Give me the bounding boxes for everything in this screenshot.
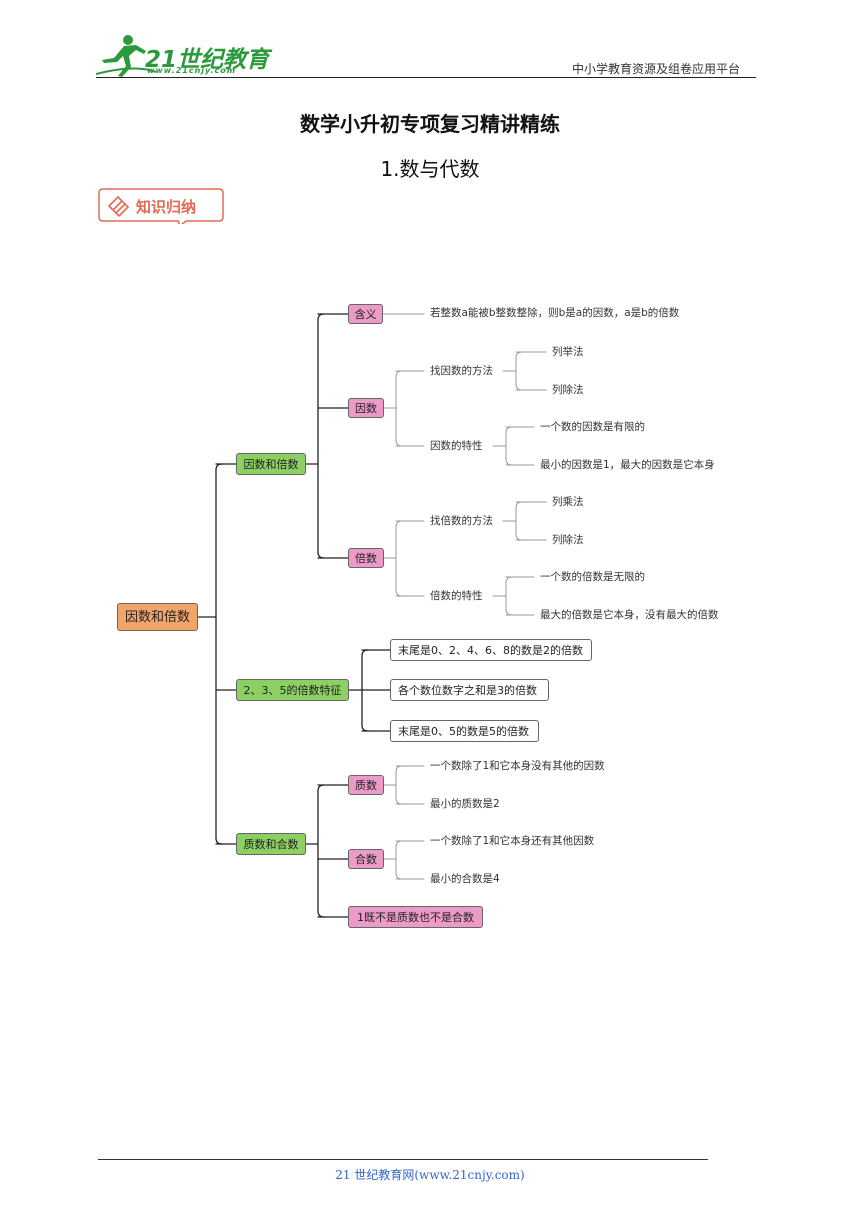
factor-method-item: 列举法 bbox=[552, 346, 584, 358]
composite-item: 最小的合数是4 bbox=[430, 873, 500, 885]
book-pencil-icon bbox=[107, 195, 130, 218]
divisibility-rule-5: 末尾是0、5的数是5的倍数 bbox=[390, 720, 539, 742]
node-meaning: 含义 bbox=[348, 304, 383, 324]
node-composite: 合数 bbox=[348, 849, 384, 869]
multiple-trait-item: 一个数的倍数是无限的 bbox=[540, 571, 645, 583]
logo-text: 21世纪教育 bbox=[145, 47, 270, 73]
multiple-method-label: 找倍数的方法 bbox=[430, 515, 493, 527]
composite-item: 一个数除了1和它本身还有其他因数 bbox=[430, 835, 595, 847]
meaning-text: 若整数a能被b整数整除，则b是a的因数，a是b的倍数 bbox=[430, 307, 680, 319]
node-prime: 质数 bbox=[348, 775, 384, 795]
logo-url: www.21cnjy.com bbox=[147, 66, 237, 75]
factor-traits-label: 因数的特性 bbox=[430, 440, 483, 452]
header-platform-text: 中小学教育资源及组卷应用平台 bbox=[572, 62, 741, 76]
footer-link[interactable]: 21 世纪教育网(www.21cnjy.com) bbox=[335, 1168, 525, 1182]
page-title: 数学小升初专项复习精讲精练 bbox=[300, 112, 560, 136]
factor-method-item: 列除法 bbox=[552, 384, 584, 396]
branch-prime-composite: 质数和合数 bbox=[236, 833, 306, 855]
node-one-note: 1既不是质数也不是合数 bbox=[348, 906, 483, 928]
multiple-trait-item: 最大的倍数是它本身，没有最大的倍数 bbox=[540, 609, 719, 621]
section-title: 1.数与代数 bbox=[380, 157, 480, 181]
prime-item: 一个数除了1和它本身没有其他的因数 bbox=[430, 760, 605, 772]
node-factor: 因数 bbox=[348, 398, 384, 418]
factor-method-label: 找因数的方法 bbox=[430, 365, 493, 377]
prime-item: 最小的质数是2 bbox=[430, 798, 500, 810]
factor-trait-item: 最小的因数是1，最大的因数是它本身 bbox=[540, 459, 715, 471]
multiple-method-item: 列除法 bbox=[552, 534, 584, 546]
node-multiple: 倍数 bbox=[348, 548, 384, 568]
footer-divider bbox=[98, 1159, 708, 1160]
branch-divisibility: 2、3、5的倍数特征 bbox=[236, 679, 349, 701]
factor-trait-item: 一个数的因数是有限的 bbox=[540, 421, 645, 433]
divisibility-rule-2: 末尾是0、2、4、6、8的数是2的倍数 bbox=[390, 639, 592, 661]
badge-label: 知识归纳 bbox=[136, 198, 197, 216]
divisibility-rule-3: 各个数位数字之和是3的倍数 bbox=[390, 679, 549, 701]
branch-factors-multiples: 因数和倍数 bbox=[236, 453, 306, 475]
multiple-traits-label: 倍数的特性 bbox=[430, 590, 483, 602]
logo-runner-icon bbox=[96, 35, 157, 77]
multiple-method-item: 列乘法 bbox=[552, 496, 584, 508]
root-node: 因数和倍数 bbox=[117, 603, 198, 631]
header-divider bbox=[96, 77, 756, 78]
knowledge-badge bbox=[98, 188, 224, 224]
